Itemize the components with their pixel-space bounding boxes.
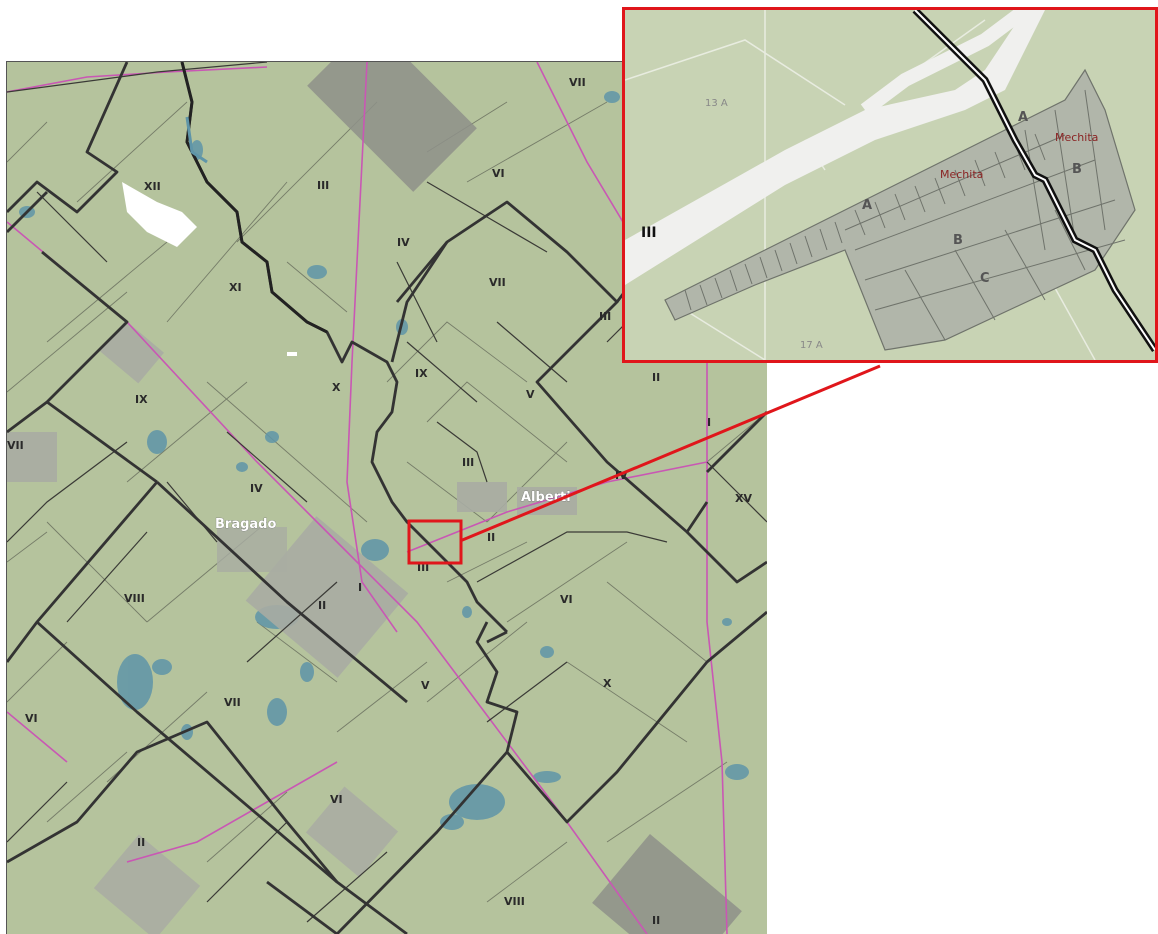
sector-label: II [652, 371, 660, 384]
sector-label: IV [397, 236, 410, 249]
sector-label: I [707, 416, 711, 429]
parcel-label: 13 A [705, 98, 728, 109]
sector-label: VII [224, 696, 241, 709]
sector-label: VI [560, 593, 573, 606]
sector-label: VI [330, 793, 343, 806]
sector-label: I [358, 581, 362, 594]
locality-label-mechita: Mechita [1055, 131, 1098, 144]
town-label-bragado: Bragado [215, 517, 276, 532]
sector-label: VII [7, 439, 24, 452]
block-label: C [980, 271, 990, 286]
block-label: B [1072, 162, 1082, 177]
block-label: A [1018, 110, 1028, 125]
railway-corridor [625, 10, 1045, 285]
sector-label: III [599, 310, 611, 323]
sector-label: XI [229, 281, 242, 294]
sector-label: II [318, 599, 326, 612]
sector-label: IX [135, 393, 148, 406]
sector-label: V [421, 679, 430, 692]
sector-label: II [487, 531, 495, 544]
sector-label: X [603, 677, 612, 690]
sector-label: VI [492, 167, 505, 180]
sector-label: V [526, 388, 535, 401]
sector-label: IX [415, 367, 428, 380]
inset-street-grid [684, 89, 1126, 341]
sector-label: XII [144, 180, 161, 193]
sector-label: X [332, 381, 341, 394]
sector-label: VII [569, 76, 586, 89]
inset-sector-label: III [641, 225, 657, 241]
sector-label: XV [735, 492, 752, 505]
sector-label: VI [25, 712, 38, 725]
block-label: B [953, 233, 963, 248]
sector-label: II [652, 914, 660, 927]
stream [185, 116, 208, 164]
county-boundaries [7, 62, 767, 934]
river [180, 62, 328, 334]
sector-label: II [137, 836, 145, 849]
inset-map[interactable]: 13 A 17 A III Mechita Mechita A A B B C [622, 7, 1158, 363]
sector-label: III [462, 456, 474, 469]
block-label: A [862, 198, 872, 213]
parcel-label: 17 A [800, 340, 823, 351]
sector-label: IV [250, 482, 263, 495]
town-label-alberti: Alberti [521, 490, 571, 505]
sector-label: VIII [504, 895, 525, 908]
inset-boundary-inner [914, 10, 1155, 351]
district-lines [7, 62, 767, 923]
sector-label: VIII [124, 592, 145, 605]
locality-label-mechita: Mechita [940, 168, 983, 181]
sector-label: III [317, 179, 329, 192]
railway-branch [860, 10, 1030, 116]
sector-label: VII [489, 276, 506, 289]
inset-canvas: 13 A 17 A III Mechita Mechita A A B B C [625, 10, 1155, 360]
sector-label: IV [615, 469, 628, 482]
cleared-areas [122, 182, 297, 356]
